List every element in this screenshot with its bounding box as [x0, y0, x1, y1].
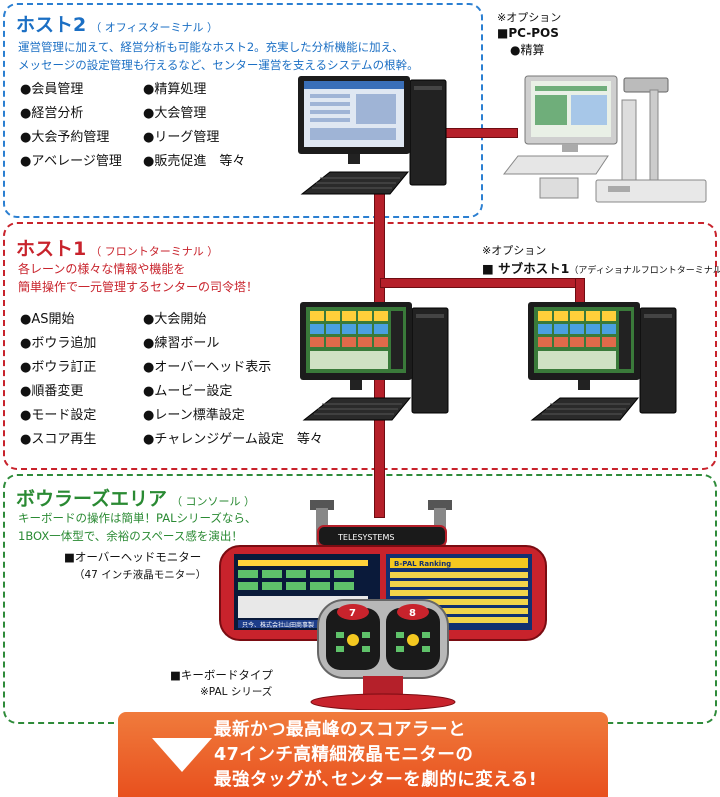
feature-item: ●大会管理 — [143, 106, 207, 121]
feature-item: ●ボウラ訂正 — [20, 360, 97, 375]
banner-line: 最強タッグが､センターを劇的に変える! — [214, 770, 538, 790]
host1-features-right: ●大会開始 ●練習ボール ●オーバーヘッド表示 ●ムービー設定 ●レーン標準設定… — [143, 308, 323, 452]
promo-banner: 最新かつ最高峰のスコアラーと 47インチ高精細液晶モニターの 最強タッグが､セン… — [118, 712, 608, 797]
host1-pc-illustration — [300, 302, 449, 421]
keyboard-type-label: ■キーボードタイプ — [170, 668, 273, 682]
feature-item: ●AS開始 — [20, 312, 75, 327]
host1-description: 各レーンの様々な情報や機能を 簡単操作で一元管理するセンターの司令塔！ — [18, 262, 259, 294]
console-lane-left: 7 — [349, 608, 356, 619]
pos-item: ●精算 — [510, 43, 545, 57]
host2-description: 運営管理に加えて、経営分析も可能なホスト2。充実した分析機能に加え、 メッセージ… — [18, 40, 419, 72]
subhost-paren: （アディショナルフロントターミナル） — [569, 266, 720, 276]
host2-zone — [3, 3, 483, 218]
host2-pc-illustration — [298, 76, 447, 195]
bowler-area-title: ボウラーズエリア（ コンソール ） — [16, 488, 256, 510]
feature-item: ●順番変更 — [20, 384, 84, 399]
host1-zone — [3, 222, 717, 470]
feature-item: ●アベレージ管理 — [20, 154, 122, 169]
feature-item: ●オーバーヘッド表示 — [143, 360, 272, 375]
feature-item: ●ムービー設定 — [143, 384, 233, 399]
host1-subtitle: （ フロントターミナル ） — [90, 245, 219, 258]
feature-item: ●大会予約管理 — [20, 130, 110, 145]
overhead-monitor-label: ■オーバーヘッドモニター — [64, 550, 202, 564]
keyboard-type-sub: ※PAL シリーズ — [200, 686, 273, 698]
feature-item: ●経営分析 — [20, 106, 84, 121]
host2-features-right: ●精算処理 ●大会管理 ●リーグ管理 ●販売促進 等々 — [143, 78, 245, 174]
host2-subtitle: （ オフィスターミナル ） — [90, 21, 219, 34]
feature-item: ●チャレンジゲーム設定 等々 — [143, 432, 323, 447]
pos-terminal-illustration — [502, 75, 707, 203]
subhost-name: ■ サブホスト1 — [482, 261, 570, 276]
subhost-option-note: ※オプション — [482, 244, 547, 257]
feature-item: ●モード設定 — [20, 408, 97, 423]
feature-item: ●スコア再生 — [20, 432, 97, 447]
feature-item: ●会員管理 — [20, 82, 84, 97]
overhead-monitor-sub: （47 インチ液晶モニター） — [74, 569, 207, 581]
feature-item: ●リーグ管理 — [143, 130, 220, 145]
promo-banner-text: 最新かつ最高峰のスコアラーと 47インチ高精細液晶モニターの 最強タッグが､セン… — [214, 718, 537, 793]
console-lane-right: 8 — [409, 608, 416, 619]
bowler-area-description: キーボードの操作は簡単！PALシリーズなら、 1BOX一体型で、余裕のスペース感… — [18, 511, 257, 543]
pos-option-note: ※オプション — [497, 11, 562, 24]
feature-item: ●ボウラ追加 — [20, 336, 97, 351]
console-brand: TELESYSTEMS — [337, 533, 394, 542]
bowler-area-subtitle: （ コンソール ） — [171, 495, 256, 508]
feature-item: ●練習ボール — [143, 336, 220, 351]
network-cable-branch — [380, 278, 585, 288]
banner-line: 47インチ高精細液晶モニターの — [214, 745, 474, 765]
host1-features-left: ●AS開始 ●ボウラ追加 ●ボウラ訂正 ●順番変更 ●モード設定 ●スコア再生 — [20, 308, 96, 452]
host2-features-left: ●会員管理 ●経営分析 ●大会予約管理 ●アベレージ管理 — [20, 78, 122, 174]
feature-item: ●精算処理 — [143, 82, 207, 97]
pos-name: ■PC-POS — [497, 26, 559, 40]
feature-item: ●大会開始 — [143, 312, 207, 327]
host2-title: ホスト2（ オフィスターミナル ） — [16, 14, 219, 36]
console-ticker: 只今、株式会社山田商事製 — [242, 621, 314, 629]
console-ranking: B-PAL Ranking — [394, 560, 451, 568]
bowling-console-illustration: TELESYSTEMS 只今、株式会社山田商事製 B-PAL Ranking 7… — [219, 500, 547, 710]
host1-title: ホスト1（ フロントターミナル ） — [16, 238, 219, 260]
down-arrow-icon — [152, 738, 212, 772]
feature-item: ●レーン標準設定 — [143, 408, 245, 423]
subhost-label: ■ サブホスト1（アディショナルフロントターミナル） — [482, 258, 720, 277]
subhost-pc-illustration — [528, 302, 677, 421]
banner-line: 最新かつ最高峰のスコアラーと — [214, 720, 466, 740]
feature-item: ●販売促進 等々 — [143, 154, 246, 169]
